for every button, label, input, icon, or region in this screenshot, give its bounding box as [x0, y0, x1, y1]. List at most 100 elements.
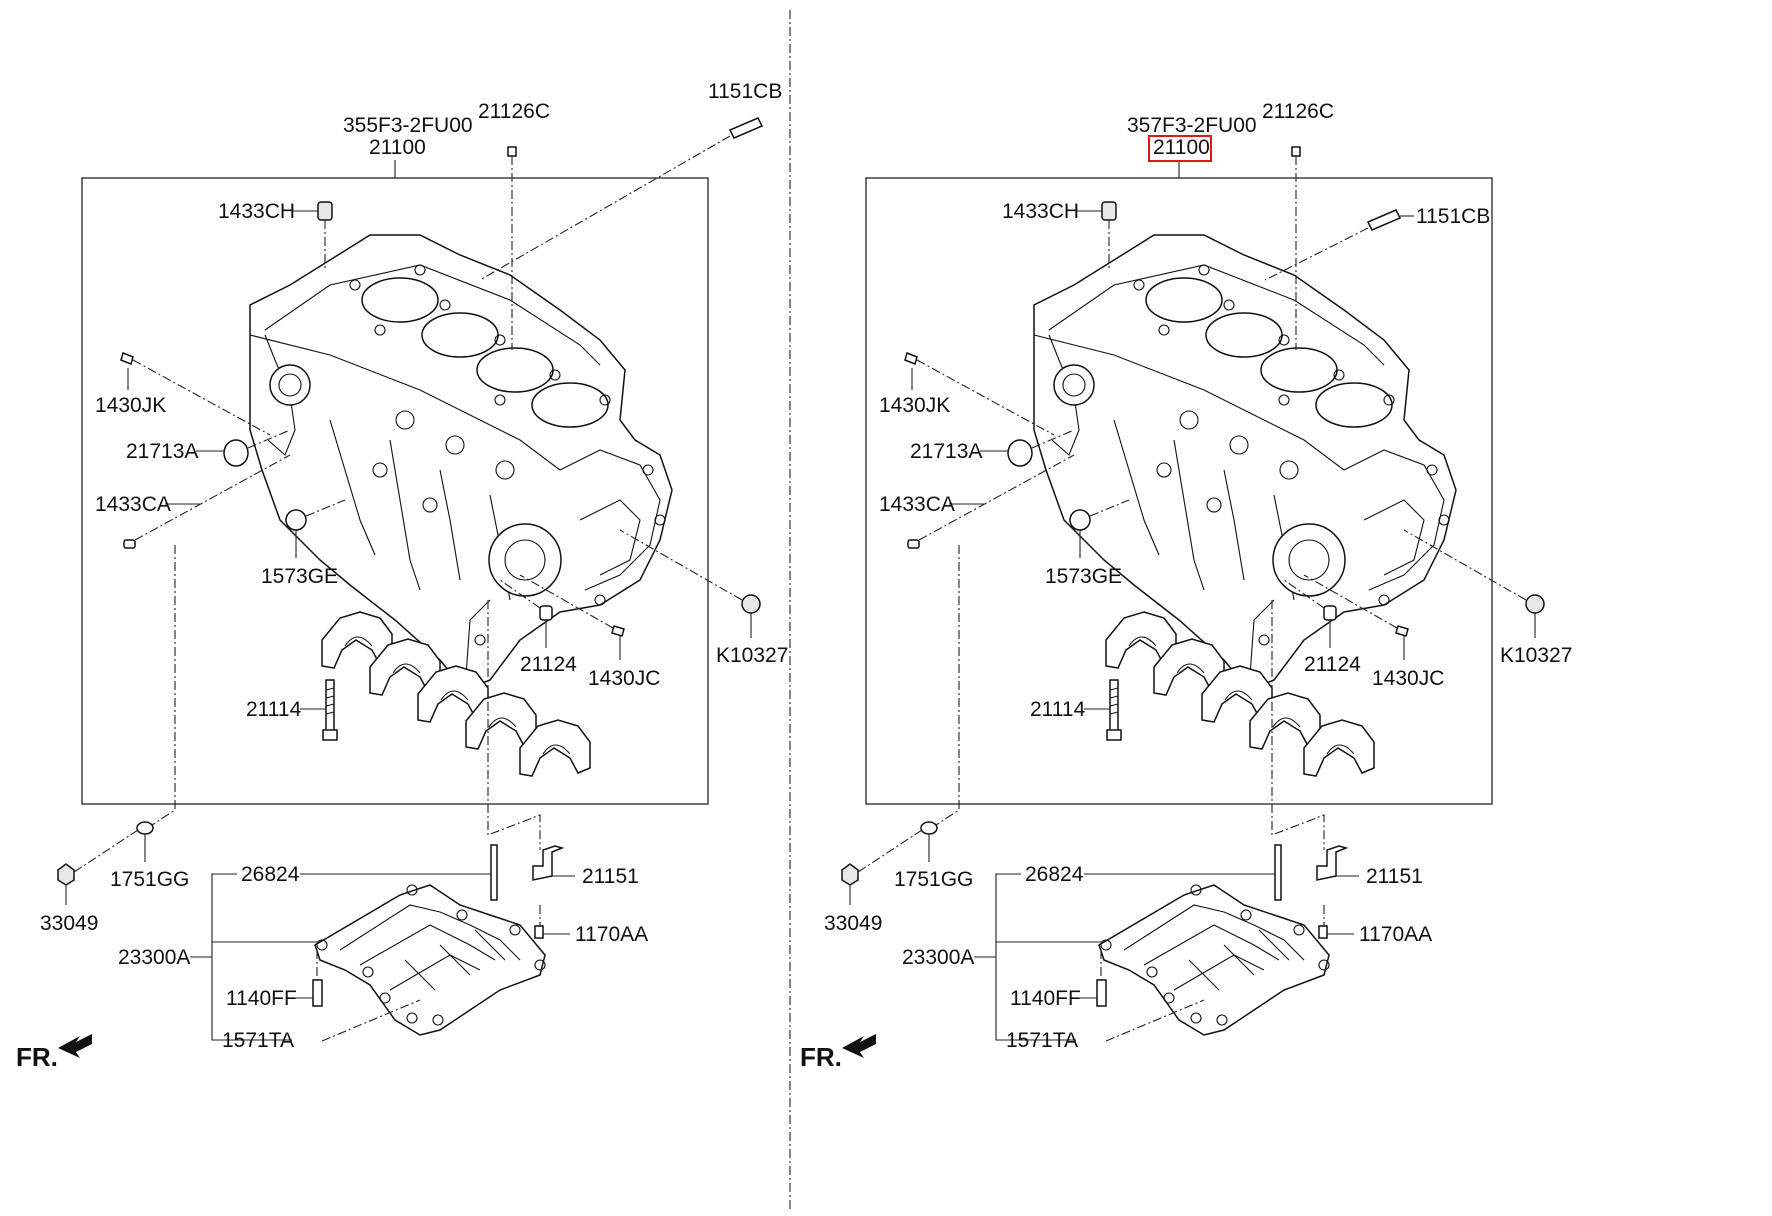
cylinder-block-illustration — [249, 234, 673, 691]
part-1140ff-shape — [1096, 979, 1107, 1007]
leader-1151cb — [479, 135, 731, 281]
leader-1573ge-dash — [305, 499, 346, 517]
leader-1430jc-dash — [519, 574, 614, 629]
label-1751gg: 1751GG — [894, 868, 973, 891]
label-1140ff: 1140FF — [226, 987, 297, 1010]
label-21713a: 21713A — [910, 440, 982, 463]
label-1573ge: 1573GE — [261, 565, 338, 588]
label-1751gg: 1751GG — [110, 868, 189, 891]
ladder-frame-illustration — [314, 884, 546, 1036]
part-1433ca-shape — [907, 539, 920, 549]
cylinder-block-illustration — [1033, 234, 1457, 691]
part-21151-shape — [532, 845, 565, 881]
label-21126c: 21126C — [1262, 100, 1334, 123]
label-1140ff: 1140FF — [1010, 987, 1081, 1010]
part-26824-shape — [1274, 844, 1282, 901]
part-1573ge-shape — [1069, 509, 1091, 531]
label-1571ta: 1571TA — [222, 1029, 294, 1052]
part-26824-shape — [490, 844, 498, 901]
bolt-21114-illustration — [322, 679, 338, 741]
label-21124: 21124 — [1304, 653, 1361, 676]
label-355f3-2fu00: 355F3-2FU00 — [343, 114, 473, 137]
leader-33049-dash — [151, 545, 176, 826]
label-357f3-2fu00: 357F3-2FU00 — [1127, 114, 1257, 137]
leader-1433ca-dash — [918, 454, 1075, 541]
bracket-23300a — [211, 873, 292, 1041]
leader-k10327-dash — [1403, 529, 1527, 601]
label-21100: 21100 — [369, 136, 426, 159]
part-21124-shape — [539, 605, 553, 621]
part-1151cb-shape — [728, 117, 764, 139]
leader-1751gg-dash — [73, 829, 139, 873]
right-panel: 357F3-2FU00 21100 21126C 1151CB 1433CH 1… — [800, 100, 1572, 1072]
highlight-box-21100 — [1148, 135, 1212, 162]
leader-21713a-dash — [247, 429, 291, 449]
part-1433ch-shape — [317, 201, 333, 221]
ladder-frame-illustration — [1098, 884, 1330, 1036]
part-1170aa-shape — [534, 925, 544, 939]
label-1573ge: 1573GE — [1045, 565, 1122, 588]
front-arrow-icon — [842, 1034, 876, 1058]
part-1751gg-shape — [920, 821, 938, 835]
label-1571ta: 1571TA — [1006, 1029, 1078, 1052]
part-1751gg-shape — [136, 821, 154, 835]
label-1433ca: 1433CA — [95, 493, 171, 516]
part-1433ch-shape — [1101, 201, 1117, 221]
part-1430jk-shape — [904, 351, 918, 366]
label-23300a: 23300A — [118, 946, 190, 969]
part-1140ff-shape — [312, 979, 323, 1007]
label-1430jc: 1430JC — [1372, 667, 1444, 690]
bracket-23300a — [995, 873, 1076, 1041]
label-1433ca: 1433CA — [879, 493, 955, 516]
bolt-21114-illustration — [1106, 679, 1122, 741]
front-direction-label: FR. — [800, 1042, 842, 1072]
label-21151: 21151 — [582, 865, 639, 888]
part-1151cb-shape — [1366, 209, 1402, 231]
label-21713a: 21713A — [126, 440, 198, 463]
leader-1430jc-dash — [1303, 574, 1398, 629]
label-21114: 21114 — [246, 698, 302, 721]
label-26824: 26824 — [1025, 863, 1084, 886]
front-direction-label: FR. — [16, 1042, 58, 1072]
label-1430jk: 1430JK — [879, 394, 950, 417]
part-21713a-shape — [223, 439, 249, 467]
leader-1751gg-dash — [857, 829, 923, 873]
label-26824: 26824 — [241, 863, 300, 886]
label-1151cb: 1151CB — [708, 80, 782, 103]
label-1170aa: 1170AA — [575, 923, 648, 946]
leader-1433ca-dash — [134, 454, 291, 541]
leader-21124-dash — [1283, 579, 1325, 609]
label-1430jk: 1430JK — [95, 394, 166, 417]
label-21151: 21151 — [1366, 865, 1423, 888]
part-21713a-shape — [1007, 439, 1033, 467]
label-21126c: 21126C — [478, 100, 550, 123]
part-1170aa-shape — [1318, 925, 1328, 939]
label-23300a: 23300A — [902, 946, 974, 969]
label-1151cb: 1151CB — [1416, 205, 1490, 228]
leader-33049-dash — [935, 545, 960, 826]
leader-21713a-dash — [1031, 429, 1075, 449]
leader-21124-dash — [499, 579, 541, 609]
front-arrow-icon — [58, 1034, 92, 1058]
part-21124-shape — [1323, 605, 1337, 621]
label-1433ch: 1433CH — [1002, 200, 1079, 223]
label-1170aa: 1170AA — [1359, 923, 1432, 946]
part-21126c-shape — [1291, 146, 1301, 157]
part-1430jk-shape — [120, 351, 134, 366]
label-33049: 33049 — [824, 912, 882, 935]
left-panel: 355F3-2FU00 21100 21126C 1151CB 1433CH 1… — [16, 80, 788, 1072]
leader-21151-dash — [487, 600, 541, 850]
leader-21151-dash — [1271, 600, 1325, 850]
part-33049-shape — [57, 863, 75, 886]
part-33049-shape — [841, 863, 859, 886]
label-21114: 21114 — [1030, 698, 1086, 721]
label-21100-highlighted[interactable]: 21100 — [1153, 136, 1210, 159]
leader-1571ta-dash — [1105, 999, 1205, 1042]
label-k10327: K10327 — [1500, 644, 1572, 667]
part-k10327-shape — [741, 594, 761, 614]
part-1430jc-shape — [611, 625, 625, 637]
leader-1571ta-dash — [321, 999, 421, 1042]
label-1433ch: 1433CH — [218, 200, 295, 223]
leader-1573ge-dash — [1089, 499, 1130, 517]
